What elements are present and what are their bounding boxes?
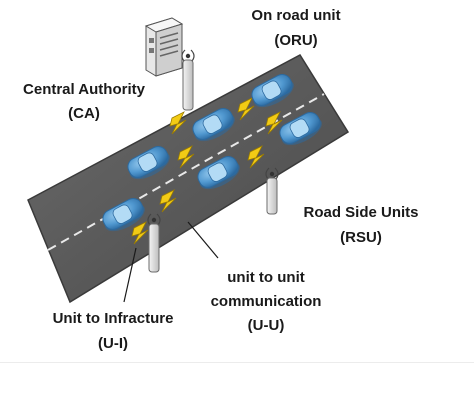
ca-label: Central Authority xyxy=(23,81,145,98)
car-icon xyxy=(192,107,235,142)
car-icon xyxy=(279,111,322,146)
ca-abbr-label: (CA) xyxy=(68,105,100,122)
lightning-icon xyxy=(131,221,149,245)
car-icon xyxy=(251,73,294,108)
ui-pointer xyxy=(123,247,137,303)
car-icon xyxy=(197,155,240,190)
lightning-icon xyxy=(247,145,265,169)
lightning-icon xyxy=(177,145,195,169)
car-icon xyxy=(127,145,170,180)
lightning-icon xyxy=(159,189,177,213)
oru-abbr-label: (ORU) xyxy=(274,32,318,49)
uu-label-line1: unit to unit xyxy=(227,269,305,286)
rsu-label: Road Side Units xyxy=(303,204,419,221)
car-icon xyxy=(102,197,145,232)
bottom-divider xyxy=(0,362,474,363)
server-icon xyxy=(144,17,184,77)
lightning-icon xyxy=(265,111,283,135)
oru-label: On road unit xyxy=(251,7,341,24)
ui-abbr-label: (U-I) xyxy=(98,335,128,352)
lightning-icon xyxy=(237,97,255,121)
antenna-tower-icon xyxy=(147,213,161,273)
antenna-tower-icon xyxy=(181,49,195,111)
uu-pointer xyxy=(187,221,219,259)
rsu-abbr-label: (RSU) xyxy=(340,229,382,246)
road xyxy=(27,54,350,304)
ui-label: Unit to Infracture xyxy=(52,310,174,327)
uu-abbr-label: (U-U) xyxy=(247,317,285,334)
lightning-icon xyxy=(169,111,187,135)
lane-marking xyxy=(47,93,325,251)
antenna-tower-icon xyxy=(265,167,279,215)
uu-label-line2: communication xyxy=(210,293,322,310)
